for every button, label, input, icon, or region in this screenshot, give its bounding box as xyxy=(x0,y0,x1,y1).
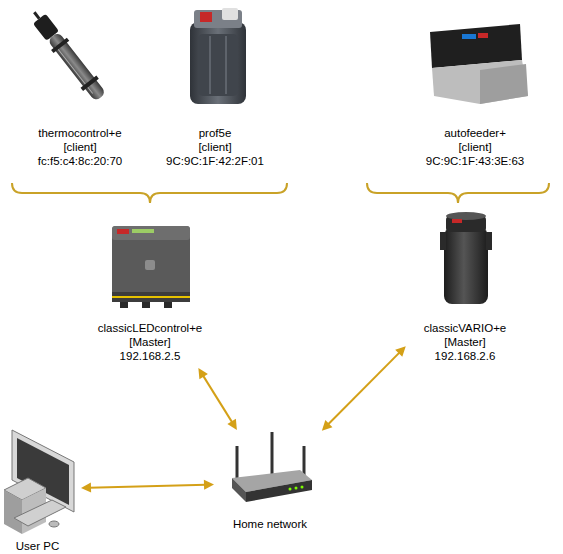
device-address: [Master] xyxy=(129,335,171,349)
device-address: fc:f5:c4:8c:20:70 xyxy=(38,154,122,168)
device-node: thermocontrol+e[client]fc:f5:c4:8c:20:70 xyxy=(15,10,145,168)
heater-illustration xyxy=(26,6,108,103)
device-node: autofeeder+[client]9C:9C:1F:43:3E:63 xyxy=(415,15,535,168)
link-line xyxy=(203,375,233,423)
controller-illustration xyxy=(112,226,190,308)
device-name: autofeeder+ xyxy=(444,126,506,140)
arrow-head xyxy=(227,419,237,430)
network-link xyxy=(81,480,214,493)
pc-node: User PC xyxy=(0,425,75,553)
feeder-illustration xyxy=(430,24,528,104)
network-link xyxy=(322,346,406,431)
group-bracket xyxy=(12,183,287,203)
device-node: prof5e[client]9C:9C:1F:42:2F:01 xyxy=(160,5,270,168)
device-address: [client] xyxy=(63,140,96,154)
group-bracket xyxy=(367,183,549,203)
pc-illustration xyxy=(4,430,74,534)
device-address: 9C:9C:1F:43:3E:63 xyxy=(426,154,524,168)
device-address: [client] xyxy=(198,140,231,154)
vario-illustration xyxy=(440,212,492,304)
arrow-head xyxy=(81,483,91,493)
link-line xyxy=(327,352,400,425)
link-line xyxy=(89,485,206,488)
device-address: 9C:9C:1F:42:2F:01 xyxy=(166,154,264,168)
master-node: classicLEDcontrol+e[Master]192.168.2.5 xyxy=(85,218,215,363)
device-address: [Master] xyxy=(444,335,486,349)
arrow-head xyxy=(322,420,333,431)
device-name: classicLEDcontrol+e xyxy=(98,321,203,335)
device-name: User PC xyxy=(16,539,59,553)
master-node: classicVARIO+e[Master]192.168.2.6 xyxy=(410,210,520,363)
router-illustration xyxy=(232,432,312,502)
device-name: Home network xyxy=(233,517,307,531)
device-name: prof5e xyxy=(199,126,232,140)
arrow-head xyxy=(198,368,208,379)
network-link xyxy=(198,368,237,430)
filter-illustration xyxy=(190,8,246,104)
device-address: 192.168.2.6 xyxy=(435,349,496,363)
device-name: classicVARIO+e xyxy=(424,321,507,335)
arrow-head xyxy=(395,346,406,357)
arrow-head xyxy=(204,480,214,490)
device-address: 192.168.2.5 xyxy=(120,349,181,363)
device-address: [client] xyxy=(458,140,491,154)
device-name: thermocontrol+e xyxy=(38,126,121,140)
router-node: Home network xyxy=(220,435,320,531)
